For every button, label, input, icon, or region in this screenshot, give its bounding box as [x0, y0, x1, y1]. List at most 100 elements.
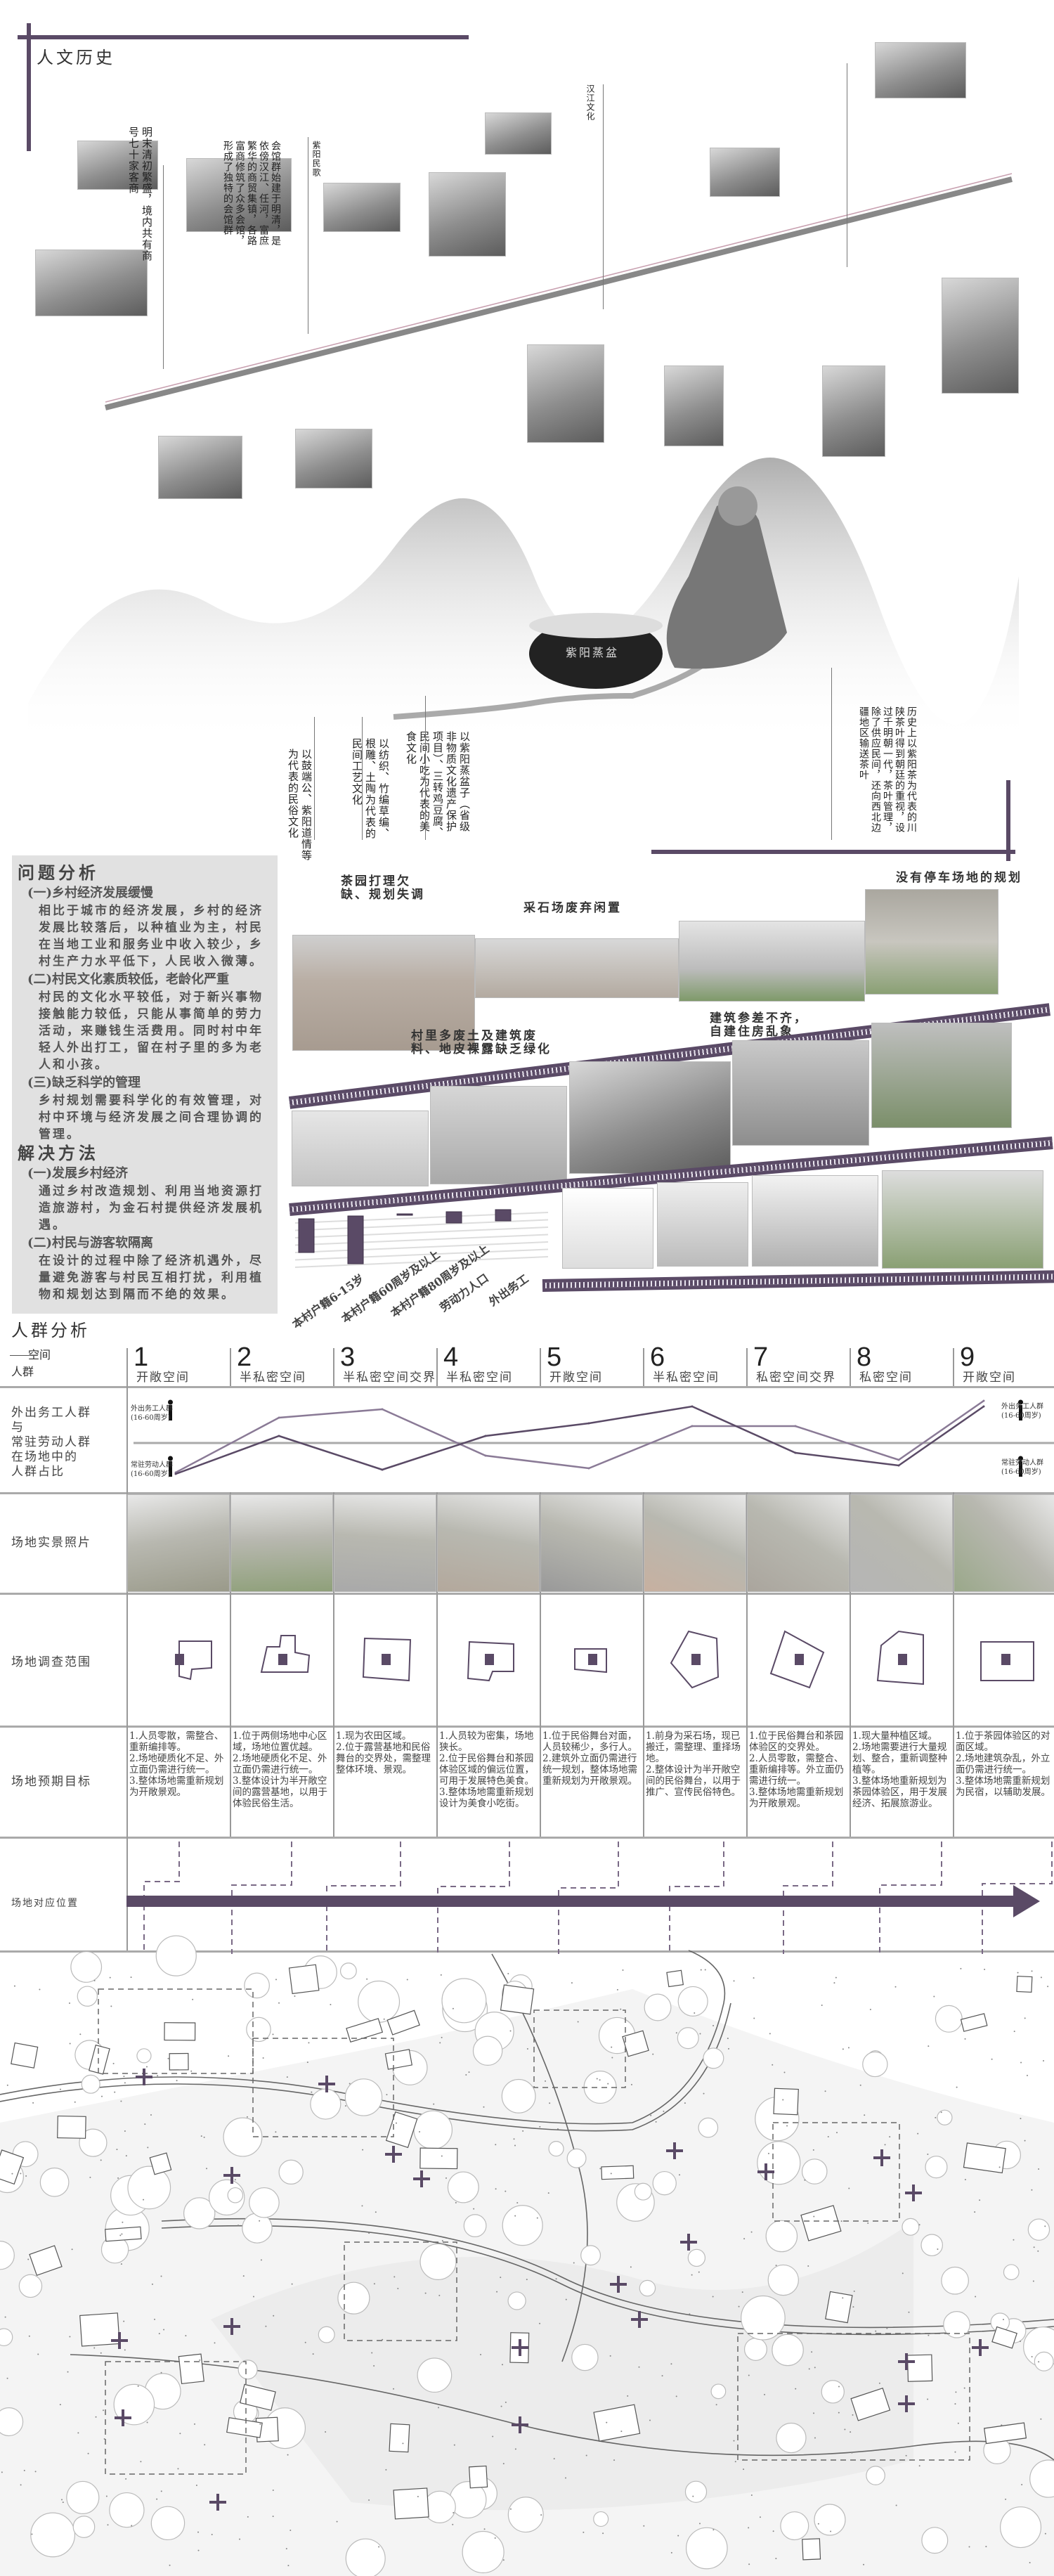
title-rule: [18, 35, 469, 39]
tree-icon: [18, 2274, 43, 2298]
site-range-outline: [178, 1640, 212, 1681]
site-marker: [382, 1654, 391, 1665]
ground-dot: [406, 1979, 408, 1981]
ink-mountains: [28, 457, 1019, 745]
site-cross-marker: [512, 2339, 528, 2356]
tree-icon: [318, 2326, 335, 2343]
ground-dot: [330, 2003, 332, 2005]
ground-dot: [402, 2442, 404, 2445]
ground-dot: [199, 2359, 201, 2361]
series-point: [381, 1468, 384, 1471]
ground-dot: [927, 2398, 929, 2400]
ground-dot: [565, 2477, 567, 2479]
ground-dot: [344, 2105, 346, 2107]
building-outline: [963, 2142, 1006, 2174]
site-range-outline: [670, 1630, 720, 1689]
tree-icon: [183, 2197, 216, 2229]
ground-dot: [39, 1988, 41, 1991]
site-goal-text: 1.位于民俗舞台和茶园体验区的交界处。 2.人员零散，需整合、重新编排等。外立面…: [749, 1730, 844, 1809]
position-connectors: [143, 1842, 1053, 1954]
position-connector: [982, 1842, 1053, 1954]
ground-dot: [349, 2083, 351, 2085]
ground-dot: [103, 2438, 105, 2440]
ground-dot: [234, 2179, 236, 2181]
panorama-photo: [475, 938, 679, 998]
ground-dot: [738, 2305, 740, 2308]
tree-icon: [941, 2266, 969, 2295]
ground-dot: [260, 2259, 262, 2261]
series-point: [278, 1435, 280, 1437]
timeline-tick: [603, 84, 604, 309]
ground-dot: [764, 2393, 766, 2395]
legend-label: 外出务工人群: [131, 1405, 173, 1413]
building-outline: [386, 2009, 420, 2035]
site-photo: [127, 1494, 230, 1592]
site-photo: [230, 1494, 333, 1592]
ground-dot: [455, 2201, 457, 2203]
history-photo: [822, 365, 885, 457]
series-point: [897, 1458, 900, 1461]
series-point: [381, 1408, 384, 1411]
ground-dot: [146, 2421, 148, 2423]
history-photo: [323, 183, 401, 232]
ground-dot: [813, 2412, 815, 2414]
ground-dot: [864, 2114, 866, 2116]
ground-dot: [545, 2080, 547, 2082]
bar: [495, 1209, 512, 1222]
table-column-divider: [746, 1492, 748, 1837]
panorama-photo: [292, 935, 475, 1051]
tree-icon: [580, 2245, 601, 2266]
ground-dot: [495, 2188, 497, 2190]
tree-icon: [345, 2538, 386, 2576]
tree-icon: [462, 2530, 505, 2574]
ground-dot: [156, 2498, 158, 2500]
panorama-photo: [865, 889, 998, 995]
ground-dot: [130, 1976, 132, 1979]
problem-analysis-panel: 问题分析 (一)乡村经济发展缓慢 相比于城市的经济发展，乡村的经济发展比较落后，…: [12, 855, 278, 1314]
site-photo: [540, 1494, 643, 1592]
ground-dot: [698, 2523, 701, 2525]
ground-dot: [917, 2132, 919, 2135]
ground-dot: [93, 2347, 96, 2349]
tree-icon: [921, 2527, 949, 2554]
position-connector: [669, 1842, 724, 1954]
ground-dot: [393, 2388, 395, 2390]
ground-dot: [902, 2272, 904, 2274]
ground-dot: [699, 2033, 701, 2035]
bar-gridline: [294, 1241, 549, 1253]
ground-dot: [391, 2122, 393, 2124]
tree-icon: [39, 2167, 70, 2197]
table-column-divider: [953, 1492, 954, 1837]
ground-dot: [325, 2431, 327, 2433]
ground-dot: [1044, 2532, 1046, 2535]
series-point: [587, 1422, 590, 1425]
bar: [396, 1213, 413, 1216]
ground-dot: [77, 2432, 79, 2434]
road-path: [161, 2218, 1054, 2329]
tree-icon: [463, 2214, 487, 2238]
series-point: [691, 1405, 694, 1408]
ground-dot: [439, 2042, 441, 2044]
column-number: 6: [650, 1342, 665, 1372]
ground-dot: [419, 2130, 421, 2132]
ground-dot: [495, 2144, 497, 2146]
position-connector: [143, 1842, 180, 1954]
ground-dot: [833, 1982, 835, 1984]
ground-dot: [675, 2395, 677, 2397]
ground-dot: [769, 2033, 771, 2035]
tree-icon: [136, 2048, 152, 2064]
ground-dot: [371, 2352, 373, 2354]
history-photo: [527, 344, 604, 443]
tree-icon: [1027, 2218, 1050, 2241]
ground-dot: [424, 2292, 427, 2294]
building-outline: [149, 2152, 172, 2175]
ground-dot: [536, 2217, 538, 2219]
history-photo: [295, 429, 372, 488]
ground-dot: [441, 2155, 443, 2157]
history-text: 会馆群始建于明清，是依傍汉江、任河，富庶繁华的商贸集镇，各路富商修筑了众多会馆，…: [222, 141, 281, 246]
ground-dot: [733, 1980, 735, 1982]
site-marker: [175, 1654, 184, 1665]
tree-icon: [501, 2078, 536, 2114]
site-marker: [588, 1654, 597, 1665]
ground-dot: [494, 2537, 496, 2539]
